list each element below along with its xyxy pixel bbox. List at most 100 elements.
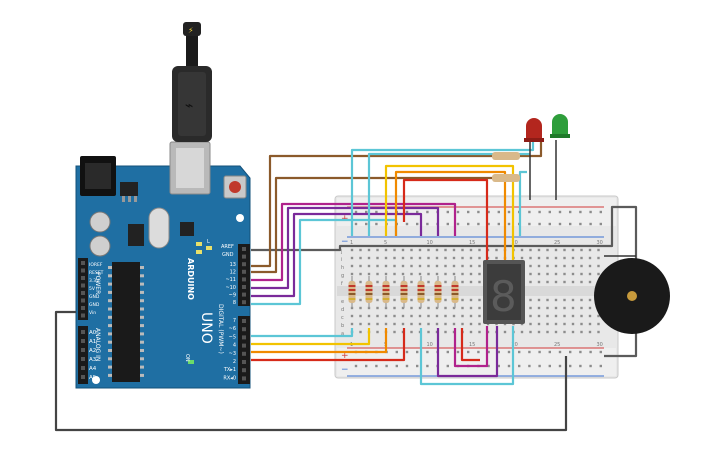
column-number: 20 <box>512 240 518 246</box>
rail-hole <box>405 350 409 354</box>
breadboard-hole <box>546 256 549 260</box>
gnd-label: GND <box>222 252 234 258</box>
breadboard-hole <box>376 306 379 310</box>
rail-hole <box>497 350 500 354</box>
breadboard-hole <box>367 272 371 276</box>
breadboard-hole <box>478 256 481 260</box>
row-letter: b <box>341 323 344 329</box>
rail-hole <box>507 364 511 368</box>
breadboard-hole <box>376 280 379 284</box>
on-led-label: ON <box>184 354 190 362</box>
rail-hole <box>599 364 602 368</box>
breadboard-hole <box>546 280 549 284</box>
breadboard-hole <box>367 264 371 268</box>
breadboard-hole <box>376 264 379 268</box>
breadboard-hole <box>427 248 430 252</box>
breadboard-hole <box>529 264 532 268</box>
breadboard-hole <box>376 314 379 318</box>
rail-hole <box>456 210 460 214</box>
rail-hole <box>405 222 409 226</box>
analog-pin-label: A1 <box>89 339 96 345</box>
breadboard-hole <box>359 306 362 310</box>
wire-bottom-red <box>460 328 480 362</box>
breadboard-hole <box>478 248 481 252</box>
rail-hole <box>497 364 500 368</box>
breadboard-hole <box>418 272 422 276</box>
digital-pin-label: 8 <box>233 300 236 306</box>
analog-pin-label: A5 <box>89 375 97 381</box>
breadboard-hole <box>597 314 600 318</box>
rail-hole <box>487 210 490 214</box>
rail-hole <box>589 210 592 214</box>
rail-hole <box>599 350 602 354</box>
rail-hole <box>497 222 500 226</box>
breadboard-hole <box>359 264 362 268</box>
column-number: 15 <box>469 240 475 246</box>
rail-hole <box>477 350 480 354</box>
rail-hole <box>538 222 541 226</box>
rail-hole <box>477 222 480 226</box>
breadboard-hole <box>546 314 549 318</box>
breadboard-hole <box>359 248 362 252</box>
breadboard-hole <box>537 272 541 276</box>
rail-hole <box>589 364 592 368</box>
breadboard-hole <box>571 314 575 318</box>
breadboard-hole <box>554 280 558 284</box>
rail-minus-label-bottom: − <box>341 365 349 375</box>
rail-hole <box>528 364 531 368</box>
breadboard-hole <box>359 314 362 318</box>
rail-hole <box>446 210 449 214</box>
breadboard-hole <box>401 264 405 268</box>
breadboard-hole <box>393 272 396 276</box>
breadboard-hole <box>529 256 532 260</box>
breadboard-hole <box>444 298 447 302</box>
breadboard-hole <box>410 306 413 310</box>
breadboard-hole <box>376 256 379 260</box>
breadboard-hole <box>376 322 379 326</box>
rail-hole <box>487 350 490 354</box>
row-letter: e <box>341 299 344 305</box>
breadboard-hole <box>537 256 541 260</box>
rail-hole <box>456 222 460 226</box>
digital-header-label: DIGITAL (PWM~) <box>217 304 224 354</box>
breadboard-hole <box>478 322 481 326</box>
wire-bottom-cyan <box>419 326 515 386</box>
rail-hole <box>375 364 378 368</box>
breadboard-hole <box>418 256 422 260</box>
digital-pin-label: 7 <box>233 318 236 324</box>
breadboard-hole <box>359 298 362 302</box>
breadboard-hole <box>452 272 456 276</box>
breadboard-hole <box>393 280 396 284</box>
breadboard-hole <box>571 330 575 334</box>
breadboard-hole <box>393 248 396 252</box>
breadboard-hole <box>597 256 600 260</box>
rail-hole <box>405 364 409 368</box>
breadboard-hole <box>376 272 379 276</box>
breadboard-hole <box>469 272 473 276</box>
breadboard-hole <box>580 248 583 252</box>
breadboard-hole <box>478 298 481 302</box>
seven-segment-display: 8 <box>483 260 525 324</box>
breadboard-hole <box>418 264 422 268</box>
breadboard-hole <box>529 306 532 310</box>
breadboard-hole <box>529 272 532 276</box>
breadboard-hole <box>393 256 396 260</box>
breadboard-hole <box>410 248 413 252</box>
resistor-top-1 <box>492 152 520 160</box>
arduino-model: UNO <box>198 312 214 344</box>
wire-pin9-purple <box>251 212 423 298</box>
breadboard-hole <box>452 248 456 252</box>
breadboard-hole <box>563 298 566 302</box>
breadboard-hole <box>580 330 583 334</box>
breadboard-hole <box>529 330 532 334</box>
usb-lightning-icon: ⚡ <box>188 26 194 35</box>
column-number: 20 <box>512 342 518 348</box>
rail-hole <box>548 364 551 368</box>
breadboard-hole <box>571 280 575 284</box>
breadboard-hole <box>495 248 498 252</box>
breadboard-hole <box>537 248 541 252</box>
rail-hole <box>558 364 562 368</box>
breadboard-hole <box>444 272 447 276</box>
breadboard-hole <box>503 330 507 334</box>
row-letter: f <box>341 281 343 287</box>
